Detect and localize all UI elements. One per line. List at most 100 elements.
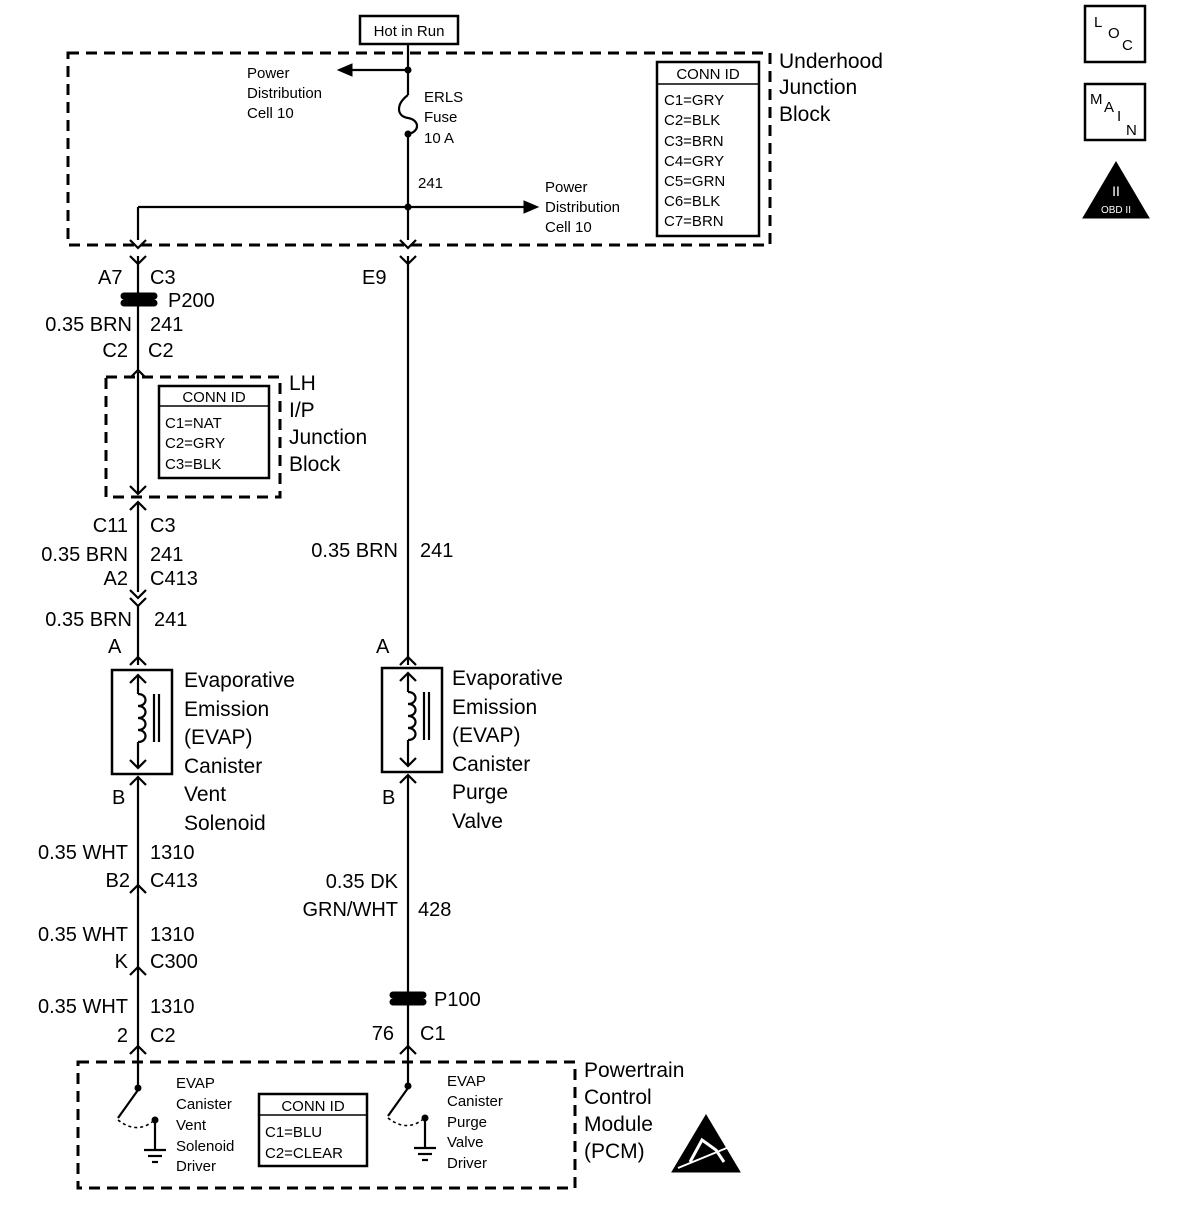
wire2-color: 0.35 BRN <box>41 544 128 566</box>
underhood-conn-c2: C2=BLK <box>664 112 720 129</box>
purge-pin-a: A <box>376 636 390 658</box>
arrow-right-icon <box>523 200 540 214</box>
conn-c413-top: C413 <box>150 568 198 590</box>
wire1-color: 0.35 BRN <box>45 314 132 336</box>
svg-text:M: M <box>1090 91 1103 108</box>
vent-solenoid-label-6: Solenoid <box>184 812 266 835</box>
conn-c3-top: C3 <box>150 267 176 289</box>
underhood-conn-c4: C4=GRY <box>664 153 724 170</box>
vent-pin-b: B <box>112 787 125 809</box>
pcm-title-2: Control <box>584 1086 652 1109</box>
vent-driver-switch <box>117 1056 166 1164</box>
power-right-line1: Power <box>545 179 588 196</box>
wire4-circuit: 1310 <box>150 842 195 864</box>
c2-right: C2 <box>148 340 174 362</box>
fuse-label-3: 10 A <box>424 130 454 147</box>
loc-icon[interactable]: L O C <box>1083 4 1147 64</box>
hot-in-run-label: Hot in Run <box>374 23 445 40</box>
conn-c413-bottom: C413 <box>150 870 198 892</box>
wire4-color: 0.35 WHT <box>38 842 128 864</box>
esd-warning-icon[interactable] <box>671 1114 741 1173</box>
pin-a7: A7 <box>98 267 122 289</box>
lh-ip-title-1: LH <box>289 372 316 395</box>
underhood-conn-c1: C1=GRY <box>664 92 724 109</box>
underhood-conn-id-box <box>655 60 761 238</box>
p100-splice <box>389 991 427 999</box>
fuse-label-1: ERLS <box>424 89 463 106</box>
svg-text:L: L <box>1094 14 1102 31</box>
purge-valve-label-2: Emission <box>452 696 537 719</box>
vent-driver-label-5: Driver <box>176 1158 216 1175</box>
vent-solenoid-label-4: Canister <box>184 755 262 778</box>
p200-label: P200 <box>168 290 215 312</box>
purge-driver-label-2: Canister <box>447 1093 503 1110</box>
conn-c3-mid: C3 <box>150 515 176 537</box>
wire6-color: 0.35 WHT <box>38 996 128 1018</box>
purge-driver-label-5: Driver <box>447 1155 487 1172</box>
pcm-title-1: Powertrain <box>584 1059 684 1082</box>
underhood-conn-c7: C7=BRN <box>664 213 724 230</box>
power-right-line3: Cell 10 <box>545 219 592 236</box>
underhood-conn-c6: C6=BLK <box>664 193 720 210</box>
vent-solenoid-label-2: Emission <box>184 698 269 721</box>
vent-solenoid-label-5: Vent <box>184 783 226 806</box>
solenoid-coil-icon <box>137 692 147 744</box>
wire1-circuit: 241 <box>150 314 183 336</box>
lh-ip-conn-c1: C1=NAT <box>165 415 222 432</box>
lh-ip-title-3: Junction <box>289 426 367 449</box>
conn-c300: C300 <box>150 951 198 973</box>
vent-driver-label-2: Canister <box>176 1096 232 1113</box>
svg-text:I: I <box>1117 108 1121 125</box>
evap-purge-valve[interactable] <box>380 666 444 774</box>
main-icon[interactable]: M A I N <box>1083 82 1147 142</box>
underhood-title-2: Junction <box>779 76 857 99</box>
underhood-title-1: Underhood <box>779 50 883 73</box>
purge-valve-label-6: Valve <box>452 810 503 833</box>
pcm-conn-c2: C2=CLEAR <box>265 1145 343 1162</box>
vent-pin-a: A <box>108 636 122 658</box>
purge-valve-label-3: (EVAP) <box>452 724 520 747</box>
erls-fuse-symbol <box>397 94 419 136</box>
wire3-color: 0.35 BRN <box>45 609 132 631</box>
purge-valve-label-1: Evaporative <box>452 667 563 690</box>
lh-ip-conn-c2: C2=GRY <box>165 435 225 452</box>
pin-c11: C11 <box>93 515 128 537</box>
svg-text:II: II <box>1112 183 1120 199</box>
pin-2: 2 <box>117 1025 128 1047</box>
pin-76: 76 <box>372 1023 394 1045</box>
pcm-block <box>76 1060 577 1190</box>
purge-valve-label-4: Canister <box>452 753 530 776</box>
lh-ip-conn-id-title: CONN ID <box>182 389 246 406</box>
svg-text:C: C <box>1122 37 1133 54</box>
svg-text:A: A <box>1104 99 1114 116</box>
pcm-title-3: Module <box>584 1113 653 1136</box>
lh-ip-title-2: I/P <box>289 399 315 422</box>
right-wire1-color: 0.35 BRN <box>311 540 398 562</box>
conn-c2-bottom: C2 <box>150 1025 176 1047</box>
svg-text:O: O <box>1108 25 1120 42</box>
right-wire2-color-2: GRN/WHT <box>302 899 398 921</box>
pin-a2: A2 <box>104 568 128 590</box>
evap-vent-solenoid[interactable] <box>110 668 174 776</box>
pcm-conn-id-box <box>257 1092 369 1168</box>
vent-solenoid-label-3: (EVAP) <box>184 726 252 749</box>
p200-splice <box>120 292 158 300</box>
purge-driver-switch <box>387 1056 436 1162</box>
fuse-label-2: Fuse <box>424 109 457 126</box>
purge-pin-b: B <box>382 787 395 809</box>
pcm-conn-c1: C1=BLU <box>265 1124 322 1141</box>
right-wire1-circuit: 241 <box>420 540 453 562</box>
pin-b2: B2 <box>106 870 130 892</box>
pcm-title-4: (PCM) <box>584 1140 645 1163</box>
lh-ip-junction-block <box>104 375 282 499</box>
power-right-line2: Distribution <box>545 199 620 216</box>
c2-left: C2 <box>102 340 128 362</box>
pcm-conn-id-title: CONN ID <box>281 1098 345 1115</box>
underhood-conn-c3: C3=BRN <box>664 133 724 150</box>
vent-driver-label-4: Solenoid <box>176 1138 234 1155</box>
underhood-junction-block <box>66 51 772 247</box>
wire5-circuit: 1310 <box>150 924 195 946</box>
obd-ii-icon[interactable]: II OBD II <box>1082 161 1150 219</box>
svg-text:N: N <box>1126 122 1137 139</box>
